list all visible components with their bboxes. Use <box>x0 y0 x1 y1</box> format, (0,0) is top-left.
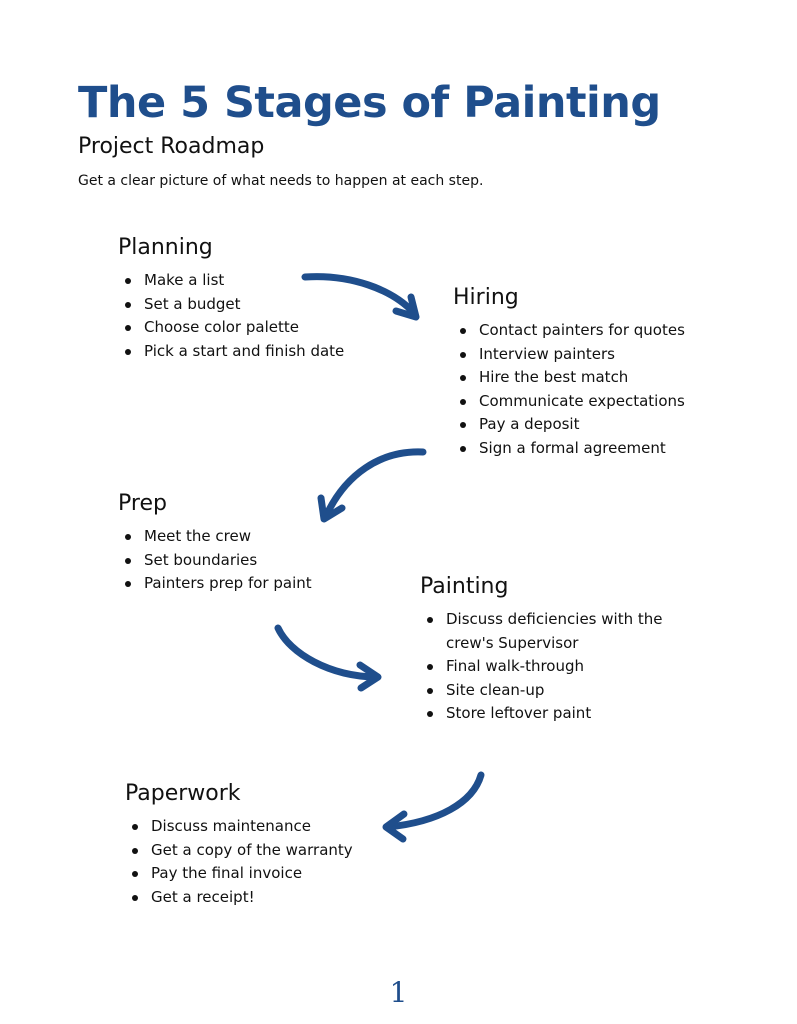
bullet-icon <box>460 422 466 429</box>
bullet-icon <box>125 348 131 355</box>
list-item-text: Pick a start and finish date <box>144 341 345 360</box>
list-item: Discuss maintenance <box>125 815 445 839</box>
list-item: Meet the crew <box>118 525 408 549</box>
list-item-text: Get a copy of the warranty <box>151 840 353 859</box>
stage-title: Hiring <box>453 285 519 310</box>
bullet-icon <box>427 687 433 694</box>
list-item: Painters prep for paint <box>118 572 408 596</box>
bullet-icon <box>460 445 466 452</box>
list-item: Final walk-through <box>420 655 700 679</box>
bullet-icon <box>125 534 131 540</box>
list-item-text: Final walk-through <box>446 657 585 676</box>
list-item-text: Communicate expectations <box>479 391 685 410</box>
list-item-text: Site clean-up <box>446 680 545 699</box>
bullet-icon <box>132 871 138 878</box>
list-item-text: Pay a deposit <box>479 415 580 434</box>
stage-list: Discuss deficiencies with the crew's Sup… <box>420 608 700 726</box>
bullet-icon <box>125 278 131 284</box>
list-item-text: Discuss maintenance <box>151 817 311 835</box>
stage-planning: Planning Make a list Set a budget Choose… <box>118 235 408 363</box>
page-number: 1 <box>389 976 408 1009</box>
list-item-text: Get a receipt! <box>151 887 255 906</box>
list-item: Contact painters for quotes <box>453 319 753 343</box>
list-item-text: Pay the final invoice <box>151 864 303 883</box>
list-item: Get a copy of the warranty <box>125 839 445 863</box>
page-title: The 5 Stages of Painting <box>78 78 661 128</box>
list-item: Set a budget <box>118 293 408 317</box>
list-item: Discuss deficiencies with the crew's Sup… <box>420 608 700 655</box>
list-item-text: Contact painters for quotes <box>479 321 685 339</box>
bullet-icon <box>427 664 433 671</box>
list-item-text: Sign a formal agreement <box>479 438 666 457</box>
list-item-text: Discuss deficiencies with the crew's Sup… <box>446 610 663 652</box>
stage-title: Prep <box>118 491 167 516</box>
arrow-prep-to-painting-icon <box>274 624 382 692</box>
bullet-icon <box>125 301 131 308</box>
list-item-text: Hire the best match <box>479 368 629 387</box>
stage-prep: Prep Meet the crew Set boundaries Painte… <box>118 491 408 596</box>
list-item-text: Set a budget <box>144 294 241 313</box>
stage-title: Paperwork <box>125 781 241 806</box>
stage-hiring: Hiring Contact painters for quotes Inter… <box>453 285 753 461</box>
list-item: Get a receipt! <box>125 886 445 910</box>
list-item-text: Make a list <box>144 271 225 289</box>
stage-list: Make a list Set a budget Choose color pa… <box>118 269 408 363</box>
list-item-text: Choose color palette <box>144 318 299 337</box>
stage-title: Painting <box>420 574 509 599</box>
stage-title: Planning <box>118 235 213 260</box>
list-item-text: Meet the crew <box>144 527 252 545</box>
list-item: Interview painters <box>453 343 753 367</box>
bullet-icon <box>125 557 131 564</box>
list-item-text: Interview painters <box>479 344 615 363</box>
page-subtitle: Project Roadmap <box>78 134 265 159</box>
list-item: Choose color palette <box>118 316 408 340</box>
list-item: Store leftover paint <box>420 702 700 726</box>
list-item: Make a list <box>118 269 408 293</box>
stage-list: Contact painters for quotes Interview pa… <box>453 319 753 461</box>
list-item: Pay the final invoice <box>125 862 445 886</box>
list-item-text: Painters prep for paint <box>144 574 312 593</box>
list-item-text: Store leftover paint <box>446 704 592 723</box>
bullet-icon <box>427 711 433 718</box>
list-item: Sign a formal agreement <box>453 437 753 461</box>
list-item: Communicate expectations <box>453 390 753 414</box>
bullet-icon <box>132 894 138 901</box>
bullet-icon <box>460 351 466 358</box>
bullet-icon <box>132 847 138 854</box>
bullet-icon <box>125 325 131 332</box>
list-item: Pay a deposit <box>453 413 753 437</box>
stage-list: Meet the crew Set boundaries Painters pr… <box>118 525 408 596</box>
bullet-icon <box>125 581 131 588</box>
list-item-text: Set boundaries <box>144 550 258 569</box>
bullet-icon <box>460 328 466 334</box>
bullet-icon <box>132 824 138 830</box>
list-item: Site clean-up <box>420 679 700 703</box>
stage-painting: Painting Discuss deficiencies with the c… <box>420 574 700 726</box>
list-item: Hire the best match <box>453 366 753 390</box>
page-intro: Get a clear picture of what needs to hap… <box>78 173 484 189</box>
bullet-icon <box>460 398 466 405</box>
stage-list: Discuss maintenance Get a copy of the wa… <box>125 815 445 909</box>
bullet-icon <box>460 375 466 382</box>
stage-paperwork: Paperwork Discuss maintenance Get a copy… <box>125 781 445 909</box>
list-item: Set boundaries <box>118 549 408 573</box>
list-item: Pick a start and finish date <box>118 340 408 364</box>
bullet-icon <box>427 617 433 623</box>
